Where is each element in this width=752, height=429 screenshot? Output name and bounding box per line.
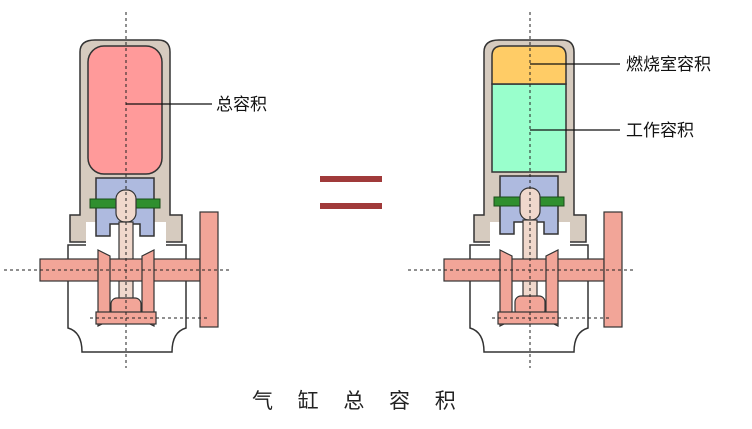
right-crank-web-right [545,249,559,327]
right-engine [408,12,636,368]
diagram-caption: 气 缸 总 容 积 [252,389,465,413]
left-engine [4,12,232,368]
equals-sign [320,176,382,209]
label-working-volume: 工作容积 [626,121,694,141]
label-total-volume: 总容积 [216,95,267,115]
left-total-volume-chamber [87,45,163,175]
equals-bar-bottom [320,203,382,209]
equals-bar-top [320,176,382,182]
left-crank-web-right [141,249,155,327]
right-working-volume [491,83,567,173]
label-combustion-chamber-volume: 燃烧室容积 [626,55,711,75]
right-combustion-chamber [491,45,567,85]
